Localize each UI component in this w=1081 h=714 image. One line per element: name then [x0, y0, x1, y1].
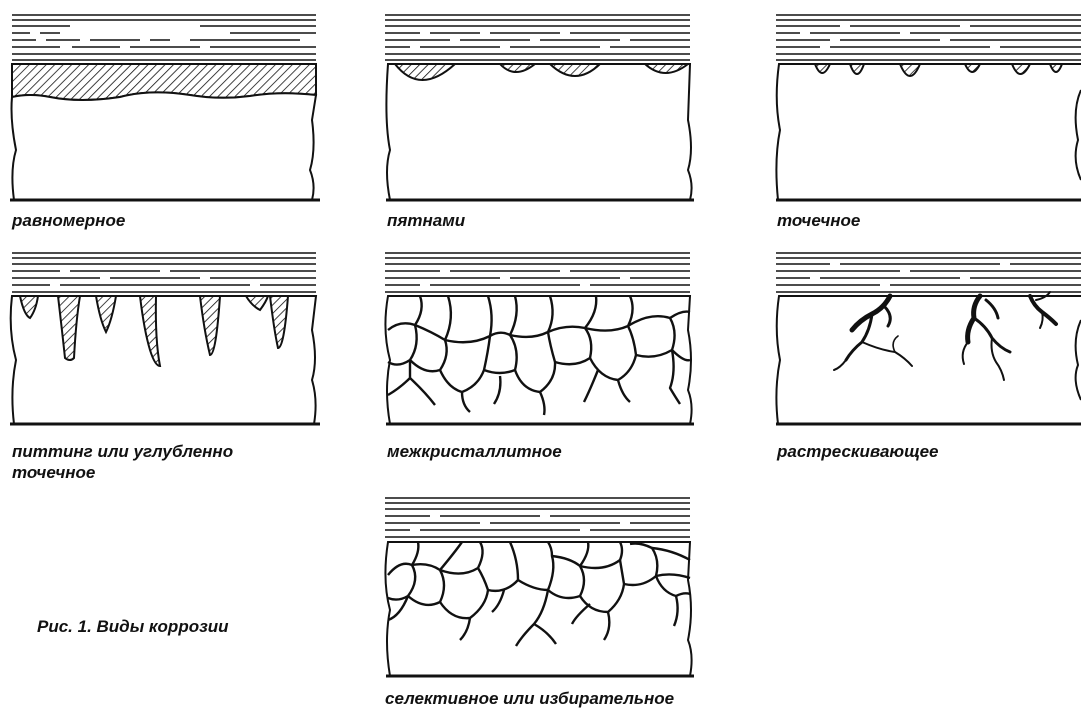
- corrosion-points: [815, 64, 1062, 76]
- electrolyte-selective: [385, 498, 690, 537]
- metal-body-selective: [385, 542, 691, 676]
- pits: [20, 296, 288, 366]
- panel-intercrystalline: [385, 253, 694, 424]
- panel-selective: [385, 498, 694, 676]
- metal-body-cracking: [776, 296, 1081, 424]
- electrolyte-cracking: [776, 253, 1081, 292]
- label-point: точечное: [777, 210, 860, 231]
- metal-body-point: [776, 64, 1081, 200]
- label-intercrystalline: межкристаллитное: [387, 441, 562, 462]
- panel-spots: [385, 15, 694, 200]
- panel-pitting: [10, 253, 320, 424]
- grain-boundaries-intercrystalline: [388, 296, 690, 415]
- electrolyte-uniform: [12, 15, 316, 60]
- label-cracking: растрескивающее: [777, 441, 939, 462]
- metal-body-spots: [386, 64, 691, 200]
- electrolyte-pitting: [12, 253, 316, 292]
- panel-cracking: [776, 253, 1081, 424]
- metal-body-intercrystalline: [385, 296, 691, 424]
- label-pitting-line1: питтинг или углубленно: [12, 441, 233, 462]
- electrolyte-spots: [385, 15, 690, 60]
- metal-body-uniform: [12, 92, 317, 200]
- electrolyte-point: [776, 15, 1081, 60]
- stress-cracks: [834, 292, 1056, 380]
- panel-uniform: [10, 15, 320, 200]
- label-pitting-line2: точечное: [12, 462, 95, 483]
- label-uniform: равномерное: [12, 210, 125, 231]
- metal-body-pitting: [11, 296, 316, 424]
- figure-caption: Рис. 1. Виды коррозии: [37, 617, 229, 637]
- label-selective: селективное или избирательное: [385, 688, 674, 709]
- corrosion-spots: [395, 64, 688, 80]
- electrolyte-intercrystalline: [385, 253, 690, 292]
- label-spots: пятнами: [387, 210, 465, 231]
- grain-boundaries-selective: [388, 542, 690, 646]
- panel-point: [776, 15, 1081, 200]
